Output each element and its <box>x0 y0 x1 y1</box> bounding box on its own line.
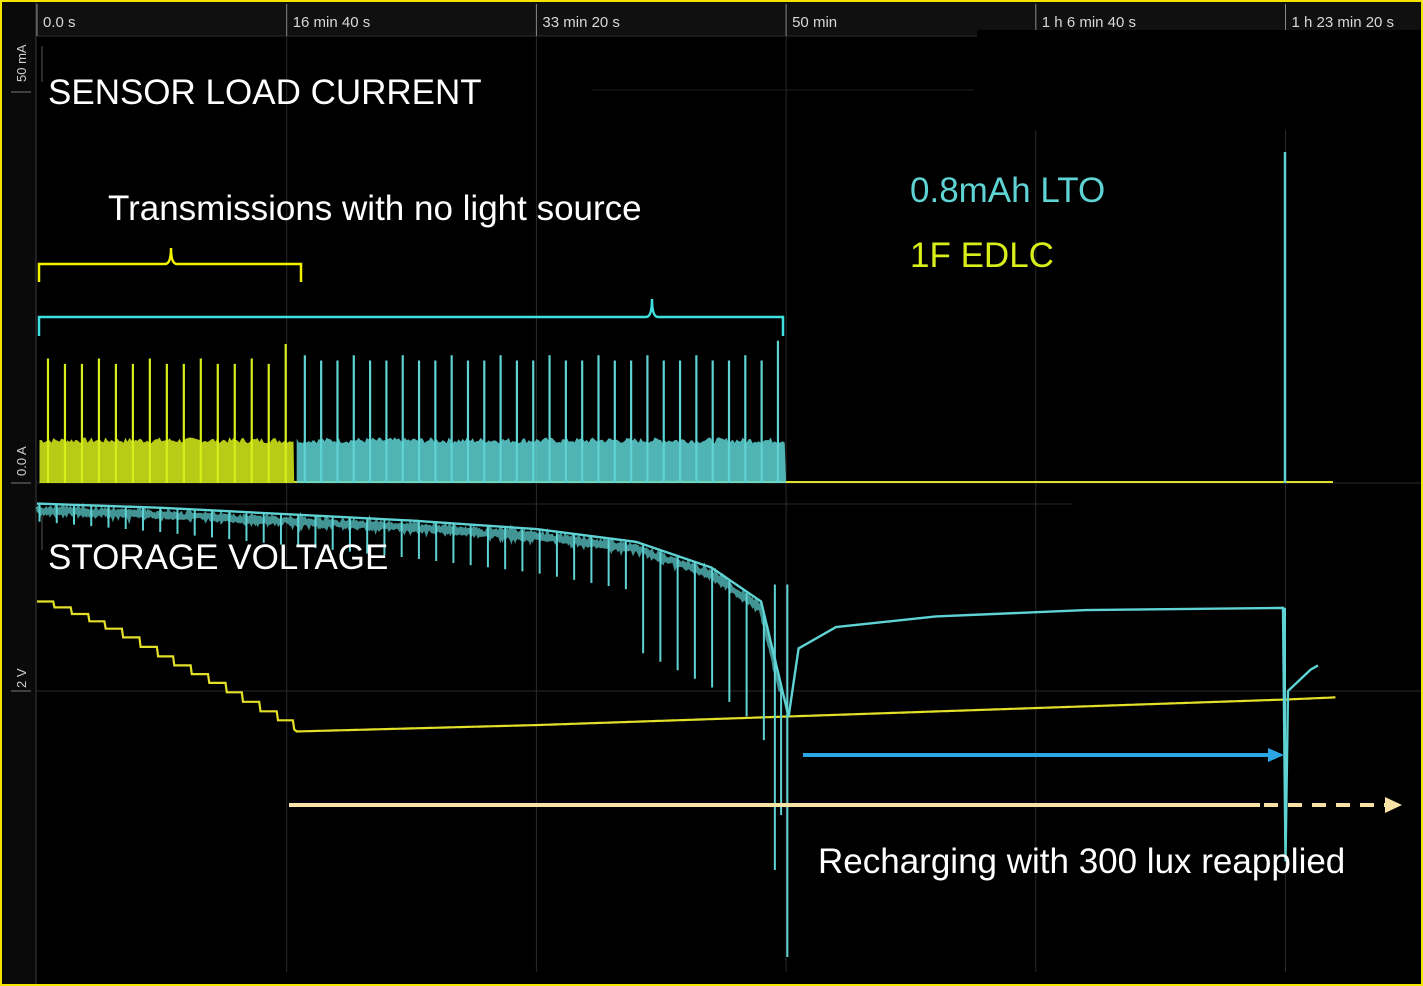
voltage-panel <box>35 502 1336 957</box>
recharge-arrow-cream <box>289 797 1402 813</box>
edlc-voltage-line <box>37 600 1336 733</box>
legend-lto: 0.8mAh LTO <box>910 171 1105 210</box>
current-axis-zero-label: 0.0 A <box>14 446 29 476</box>
tick-label: 1 h 23 min 20 s <box>1292 14 1395 31</box>
voltage-panel-title: STORAGE VOLTAGE <box>48 538 388 577</box>
tick-label: 0.0 s <box>43 14 76 31</box>
current-panel-title: SENSOR LOAD CURRENT <box>48 73 482 112</box>
tick-label: 50 min <box>792 14 837 31</box>
current-axis-max-label: 50 mA <box>14 44 29 82</box>
voltage-axis-label: 2 V <box>14 668 29 688</box>
lto-voltage-series <box>35 502 1319 957</box>
lto-bracket <box>37 298 785 336</box>
y-axis-strip <box>2 2 36 984</box>
lto-current-series <box>296 152 1333 483</box>
lto-voltage-band <box>35 502 784 693</box>
recharge-arrow-blue <box>803 748 1284 762</box>
y-axis-labels: 50 mA 0.0 A 2 V <box>11 44 31 692</box>
current-panel <box>39 152 1333 483</box>
edlc-bracket <box>37 247 303 282</box>
recharging-annotation: Recharging with 300 lux reapplied <box>818 842 1345 881</box>
tick-label: 16 min 40 s <box>293 14 371 31</box>
tick-label: 33 min 20 s <box>542 14 620 31</box>
time-ticks: 0.0 s 16 min 40 s 33 min 20 s 50 min 1 h 6 m… <box>36 4 1395 36</box>
legend-edlc: 1F EDLC <box>910 236 1054 275</box>
tick-label: 1 h 6 min 40 s <box>1042 14 1136 31</box>
transmissions-annotation: Transmissions with no light source <box>108 189 642 228</box>
edlc-voltage-series <box>37 600 1336 733</box>
